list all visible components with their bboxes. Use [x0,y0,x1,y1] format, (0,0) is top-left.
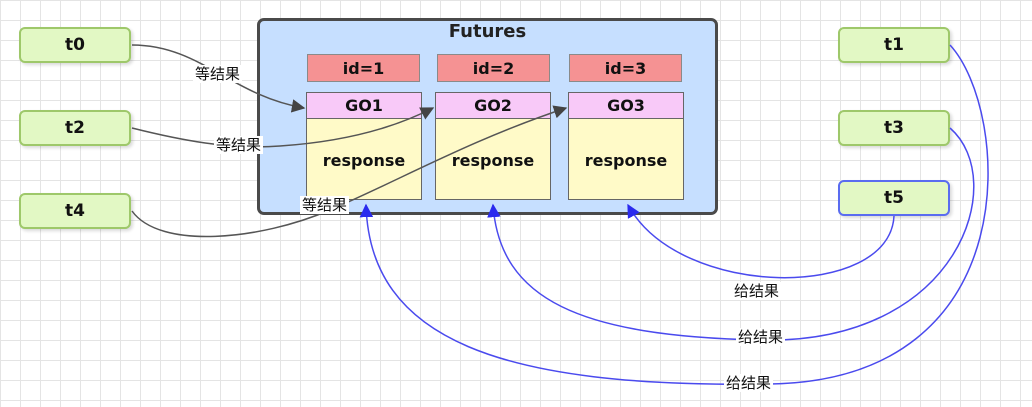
edge-t3-give-go2 [487,127,975,341]
label-wait-t4: 等结果 [300,196,350,214]
go-header-3: GO3 [569,93,683,119]
thread-t3[interactable]: t3 [838,110,950,146]
go-card-2: GO2 response [435,92,551,200]
thread-t0[interactable]: t0 [19,27,131,63]
id-box-1: id=1 [307,54,420,82]
id-box-2: id=2 [437,54,550,82]
thread-t2[interactable]: t2 [19,110,131,146]
go-header-2: GO2 [436,93,550,119]
label-give-t1: 给结果 [724,374,774,392]
label-give-t3: 给结果 [736,328,786,346]
go-card-3: GO3 response [568,92,684,200]
futures-title: Futures [448,21,527,42]
label-wait-t2: 等结果 [214,136,264,154]
label-wait-t0: 等结果 [193,65,243,83]
go-response-1: response [322,150,406,170]
edge-t5-give-go3 [627,203,895,279]
go-header-1: GO1 [307,93,421,119]
id-box-3: id=3 [569,54,682,82]
thread-t4[interactable]: t4 [19,193,131,229]
thread-t5[interactable]: t5 [838,180,950,216]
go-response-2: response [451,150,535,170]
edge-t2-wait-go2 [131,107,435,148]
go-response-3: response [584,150,668,170]
edge-t4-wait-go3 [131,105,568,238]
go-card-1: GO1 response [306,92,422,200]
edge-t1-give-go1 [359,44,989,385]
thread-t1[interactable]: t1 [838,27,950,63]
label-give-t5: 给结果 [732,282,782,300]
